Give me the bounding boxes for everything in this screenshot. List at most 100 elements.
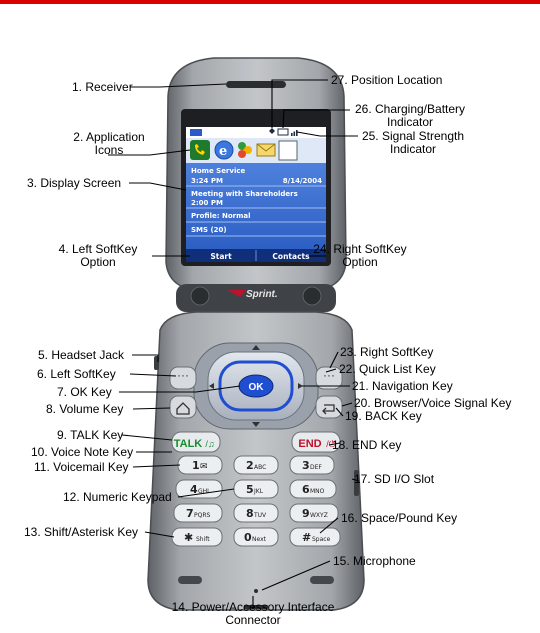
- volume-key[interactable]: [169, 395, 197, 419]
- label-volume-key: 8. Volume Key: [46, 402, 124, 416]
- screen-item1-time: 3:24 PM: [191, 177, 223, 185]
- key-8-letters: TUV: [253, 512, 267, 519]
- microphone-hole: [254, 589, 258, 593]
- key-3[interactable]: [289, 455, 335, 475]
- key-4-digit: 4: [190, 483, 198, 496]
- back-key[interactable]: [315, 395, 343, 419]
- label-charging-battery-indicator: 26. Charging/Battery Indicator: [342, 103, 478, 129]
- label-left-softkey-option: 4. Left SoftKey Option: [48, 243, 148, 269]
- app-icon-browser: [214, 140, 234, 160]
- screen-item1-title: Home Service: [191, 167, 245, 175]
- label-power-accessory-connector: 14. Power/Accessory Interface Connector: [148, 601, 358, 627]
- start-icon: [190, 129, 202, 136]
- phone-glyph-icon: [195, 144, 205, 155]
- key-9[interactable]: [289, 503, 339, 523]
- screen-item3: Profile: Normal: [191, 212, 251, 220]
- power-icon: /⏻: [326, 439, 336, 449]
- key-pound[interactable]: [289, 527, 341, 547]
- receiver-slot: [226, 81, 286, 88]
- label-right-softkey-option: 24. Right SoftKey Option: [300, 243, 420, 269]
- key-0-digit: 0: [244, 531, 252, 544]
- nav-blue-ring: [218, 360, 294, 412]
- ok-key-label: OK: [249, 382, 265, 393]
- label-back-key: 19. BACK Key: [345, 409, 422, 423]
- end-key[interactable]: [291, 431, 341, 453]
- screen-item4: SMS (20): [191, 226, 227, 234]
- key-star-letters: Shift: [196, 536, 210, 543]
- label-application-icons-text: 2. Application Icons: [73, 130, 145, 157]
- key-4-letters: GHI: [198, 488, 209, 495]
- nav-left-arrow-icon: [209, 383, 214, 389]
- label-left-softkey-option-text: 4. Left SoftKey Option: [58, 242, 138, 269]
- accessory-connector: [244, 605, 268, 609]
- key-9-letters: WXYZ: [310, 512, 328, 519]
- app-icon-contacts: [238, 142, 252, 158]
- home-icon: [176, 402, 190, 415]
- left-softkey-button[interactable]: [169, 366, 197, 390]
- nav-up-arrow-icon: [252, 345, 260, 350]
- label-right-softkey: 23. Right SoftKey: [340, 345, 434, 359]
- end-key-label: END: [298, 438, 321, 450]
- hinge-knob-left: [190, 286, 210, 306]
- envelope-flap-icon: [256, 143, 276, 152]
- screen-item2-time: 2:00 PM: [191, 199, 223, 207]
- key-2[interactable]: [233, 455, 279, 475]
- nav-right-arrow-icon: [298, 383, 303, 389]
- label-signal-strength-indicator-text: 25. Signal Strength Indicator: [361, 129, 465, 156]
- key-7-letters: PQRS: [194, 512, 211, 519]
- label-ok-key: 7. OK Key: [57, 385, 112, 399]
- bottom-rubber-foot-left: [178, 576, 202, 584]
- key-0[interactable]: [233, 527, 279, 547]
- key-pound-glyph: #: [302, 531, 311, 544]
- key-8-digit: 8: [246, 507, 254, 520]
- brand-logo: Sprint.: [246, 289, 278, 300]
- label-browser-voice-signal-key: 20. Browser/Voice Signal Key: [354, 396, 512, 410]
- label-right-softkey-option-text: 24. Right SoftKey Option: [313, 242, 407, 269]
- key-pound-letters: Space: [312, 536, 331, 543]
- position-location-icon: [269, 128, 275, 134]
- right-softkey-button[interactable]: [315, 366, 343, 390]
- key-8[interactable]: [233, 503, 279, 523]
- label-left-softkey: 6. Left SoftKey: [37, 367, 116, 381]
- key-7[interactable]: [173, 503, 223, 523]
- key-7-digit: 7: [186, 507, 194, 520]
- key-5-letters: JKL: [253, 488, 264, 495]
- screen-item1-date: 8/14/2004: [283, 177, 322, 185]
- key-6[interactable]: [289, 479, 337, 499]
- battery-icon: [277, 128, 289, 136]
- key-9-digit: 9: [302, 507, 310, 520]
- key-3-letters: DEF: [310, 464, 322, 471]
- label-signal-strength-indicator: 25. Signal Strength Indicator: [348, 130, 478, 156]
- label-sd-slot: 17. SD I/O Slot: [354, 472, 435, 486]
- browser-e-icon: e: [219, 144, 227, 159]
- key-4[interactable]: [175, 479, 223, 499]
- label-headset-jack: 5. Headset Jack: [38, 348, 125, 362]
- hinge: [176, 284, 336, 312]
- label-microphone: 15. Microphone: [333, 554, 416, 568]
- key-5-digit: 5: [246, 483, 254, 496]
- sd-slot: [354, 470, 359, 496]
- top-red-rule: [0, 0, 540, 4]
- label-display-screen: 3. Display Screen: [27, 176, 122, 190]
- label-voicemail-key: 11. Voicemail Key: [34, 460, 129, 474]
- label-navigation-key: 21. Navigation Key: [352, 379, 453, 393]
- key-2-letters: ABC: [254, 464, 266, 471]
- key-6-digit: 6: [302, 483, 310, 496]
- label-numeric-keypad: 12. Numeric Keypad: [63, 490, 172, 504]
- key-0-letters: Next: [252, 536, 267, 543]
- leader-lines: [108, 79, 360, 609]
- key-6-letters: MNO: [310, 488, 325, 495]
- talk-key[interactable]: [171, 431, 221, 453]
- hinge-knob-right: [302, 286, 322, 306]
- key-1-digit: 1: [192, 459, 200, 472]
- label-application-icons: 2. Application Icons: [54, 131, 164, 157]
- label-shift-asterisk-key: 13. Shift/Asterisk Key: [24, 525, 139, 539]
- voice-note-icon: /♫: [205, 439, 214, 449]
- screen-softkey-left: Start: [210, 252, 232, 261]
- back-arrow-icon: [322, 404, 335, 415]
- label-end-key: 18. END Key: [332, 438, 402, 452]
- label-power-accessory-connector-text: 14. Power/Accessory Interface Connector: [171, 600, 335, 627]
- signal-strength-icon: [291, 130, 298, 136]
- label-quick-list-key: 22. Quick List Key: [339, 362, 436, 376]
